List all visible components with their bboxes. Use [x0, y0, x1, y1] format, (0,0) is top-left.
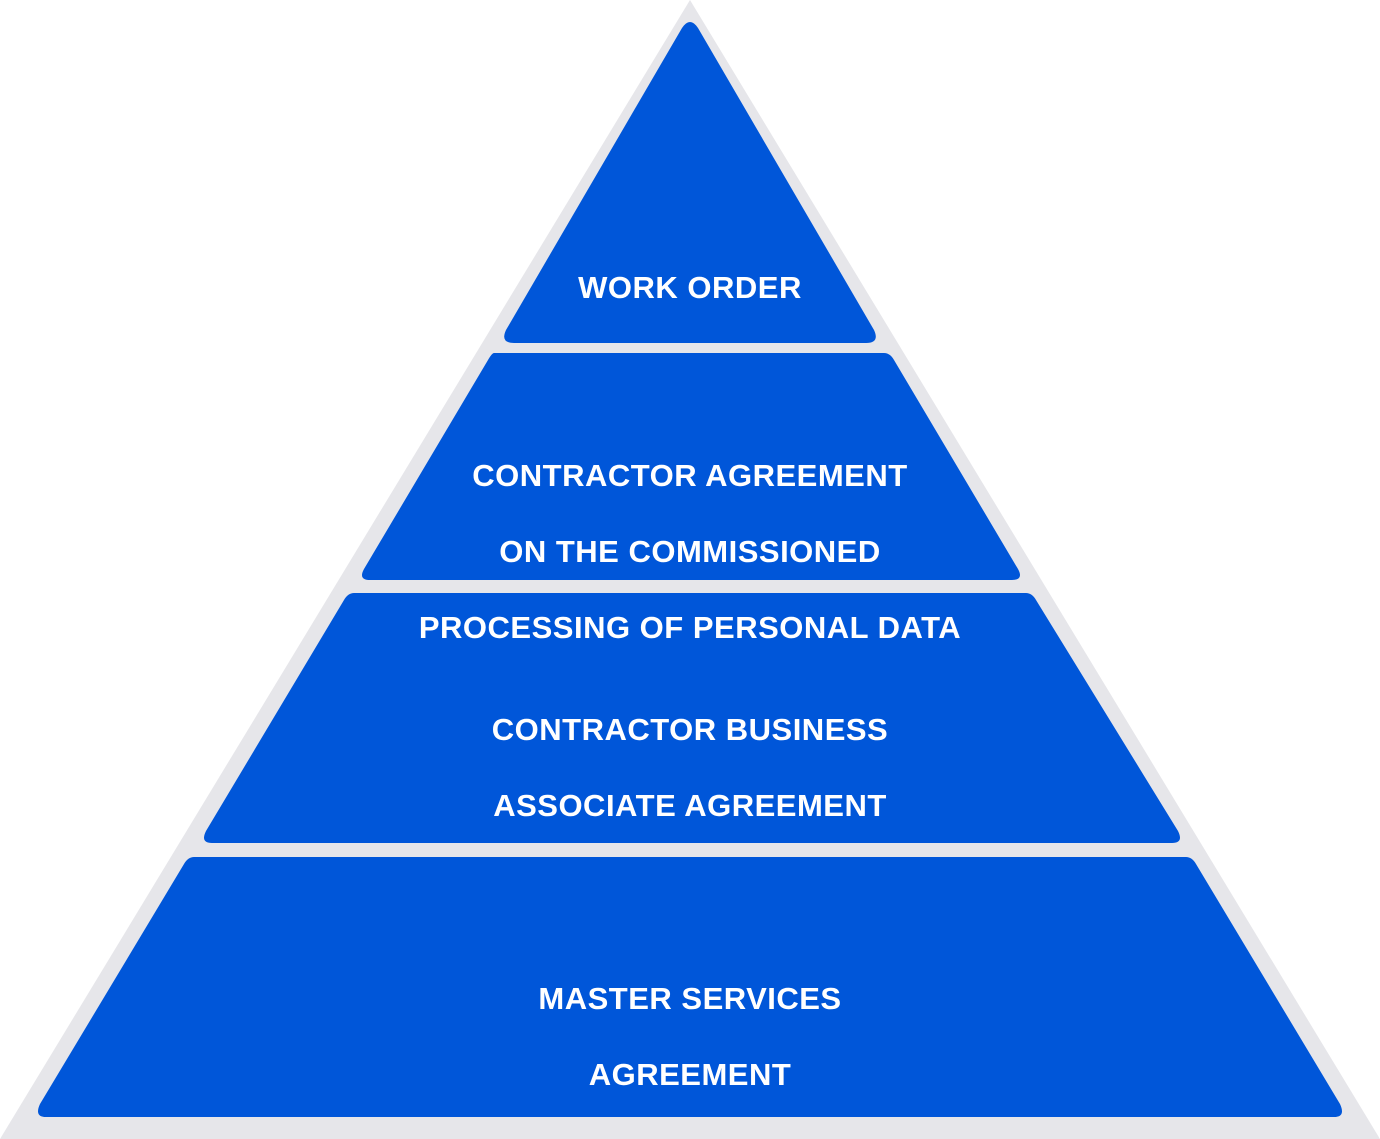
tier-label-line: MASTER SERVICES — [538, 981, 842, 1016]
tier-processing-agreement-label: CONTRACTOR AGREEMENT ON THE COMMISSIONED… — [0, 419, 1380, 685]
tier-label-line: WORK ORDER — [578, 270, 802, 305]
tier-master-services-label: MASTER SERVICES AGREEMENT — [0, 942, 1380, 1132]
tier-label-line: ASSOCIATE AGREEMENT — [493, 788, 887, 823]
tier-processing-agreement-shape — [362, 353, 1020, 580]
tier-label-line: AGREEMENT — [588, 1057, 792, 1092]
tier-work-order-label: WORK ORDER — [0, 231, 1380, 345]
tier-business-associate-label: CONTRACTOR BUSINESS ASSOCIATE AGREEMENT — [0, 673, 1380, 863]
tier-business-associate-shape — [204, 593, 1180, 843]
tier-label-line: CONTRACTOR AGREEMENT — [472, 458, 908, 493]
tier-label-line: ON THE COMMISSIONED — [499, 534, 881, 569]
tier-label-line: PROCESSING OF PERSONAL DATA — [418, 610, 962, 645]
tier-master-services-shape — [38, 857, 1342, 1117]
tier-work-order-shape — [504, 22, 876, 343]
tier-label-line: CONTRACTOR BUSINESS — [491, 712, 889, 747]
